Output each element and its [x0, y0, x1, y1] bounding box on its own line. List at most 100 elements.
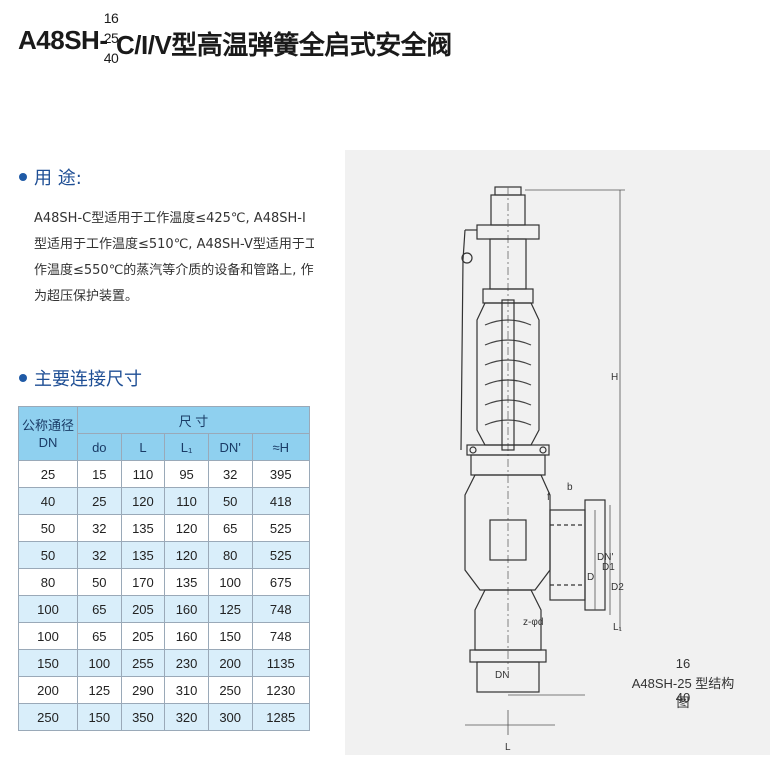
usage-line: 型适用于工作温度≤510℃, A48SH-V型适用于工: [34, 237, 314, 252]
table-cell: 110: [120, 460, 166, 488]
table-cell: 170: [120, 568, 166, 596]
table-cell: 310: [164, 676, 209, 704]
dim-label-f: f: [547, 492, 550, 503]
dim-label-zd: z-φd: [523, 617, 543, 628]
table-cell: 25: [77, 487, 122, 515]
dim-label-d: D: [587, 572, 594, 583]
col-dn-header: 公称通径 DN: [18, 406, 78, 461]
pressure-mid: 25: [103, 30, 119, 46]
table-cell: 150: [18, 649, 78, 677]
table-cell: 50: [77, 568, 122, 596]
valve-drawing: H b DN' D D1 D2 L₁ L z-φd DN f: [460, 186, 625, 753]
table-cell: 32: [77, 514, 122, 542]
table-cell: 1230: [251, 676, 310, 704]
table-cell: 110: [164, 487, 209, 515]
table-cell: 50: [18, 541, 78, 569]
table-cell: 250: [207, 676, 253, 704]
table-cell: 525: [251, 514, 310, 542]
usage-line: 为超压保护装置。: [34, 289, 139, 304]
dims-heading: 主要连接尺寸: [34, 369, 142, 390]
dim-label-l: L: [505, 742, 511, 753]
table-cell: 100: [18, 622, 78, 650]
table-cell: 120: [120, 487, 166, 515]
table-cell: 135: [120, 514, 166, 542]
table-cell: 65: [207, 514, 253, 542]
usage-line: A48SH-C型适用于工作温度≤425℃, A48SH-I: [34, 211, 306, 226]
table-cell: 675: [251, 568, 310, 596]
table-cell: 150: [207, 622, 253, 650]
col-dn-symbol: DN: [38, 434, 58, 450]
dim-label-dn: DN: [495, 670, 509, 681]
table-cell: 1285: [251, 703, 310, 731]
title-prefix: A48SH-: [18, 25, 108, 55]
table-cell: 525: [251, 541, 310, 569]
table-cell: 320: [164, 703, 209, 731]
table-cell: 125: [77, 676, 122, 704]
col-l-header: L: [120, 433, 166, 461]
table-cell: 15: [77, 460, 122, 488]
table-cell: 748: [251, 622, 310, 650]
col-do-header: do: [77, 433, 122, 461]
table-cell: 50: [207, 487, 253, 515]
usage-heading: 用 途:: [34, 168, 82, 189]
table-cell: 150: [77, 703, 122, 731]
table-cell: 290: [120, 676, 166, 704]
table-cell: 25: [18, 460, 78, 488]
col-dnprime-header: DN': [207, 433, 253, 461]
table-cell: 100: [207, 568, 253, 596]
caption-main: A48SH-25 型结构图: [631, 676, 735, 710]
table-cell: 125: [207, 595, 253, 623]
dim-label-h: H: [611, 372, 618, 383]
pressure-top: 16: [103, 10, 119, 26]
table-cell: 100: [18, 595, 78, 623]
table-cell: 205: [120, 595, 166, 623]
table-cell: 95: [164, 460, 209, 488]
bullet-dims: [19, 374, 27, 382]
dim-label-d1: D1: [602, 562, 615, 573]
title-suffix: C/I/V型高温弹簧全启式安全阀: [116, 30, 452, 60]
dim-label-d2: D2: [611, 582, 624, 593]
table-cell: 300: [207, 703, 253, 731]
table-cell: 135: [120, 541, 166, 569]
col-l1-header: L₁: [164, 433, 209, 461]
table-cell: 40: [18, 487, 78, 515]
dim-label-dnprime: DN': [597, 552, 613, 563]
table-cell: 418: [251, 487, 310, 515]
usage-paragraph: A48SH-C型适用于工作温度≤425℃, A48SH-I 型适用于工作温度≤5…: [34, 206, 314, 310]
col-h-header: ≈H: [251, 433, 310, 461]
table-cell: 120: [164, 514, 209, 542]
inlet-flange: [476, 661, 540, 693]
table-cell: 205: [120, 622, 166, 650]
caption-bottom: 40: [675, 690, 691, 705]
table-cell: 250: [18, 703, 78, 731]
table-cell: 120: [164, 541, 209, 569]
table-cell: 80: [18, 568, 78, 596]
pressure-bottom: 40: [103, 50, 119, 66]
table-cell: 50: [18, 514, 78, 542]
table-cell: 80: [207, 541, 253, 569]
table-cell: 100: [77, 649, 122, 677]
table-cell: 200: [18, 676, 78, 704]
table-cell: 135: [164, 568, 209, 596]
table-cell: 65: [77, 595, 122, 623]
col-dn-label: 公称通径: [21, 417, 74, 433]
table-cell: 748: [251, 595, 310, 623]
lever-arm: [460, 229, 466, 451]
table-cell: 395: [251, 460, 310, 488]
size-group-header: 尺 寸: [77, 406, 310, 434]
table-cell: 255: [120, 649, 166, 677]
bullet-usage: [19, 173, 27, 181]
valve-body-upper: [464, 474, 551, 591]
outlet-neck: [549, 509, 586, 601]
table-cell: 350: [120, 703, 166, 731]
